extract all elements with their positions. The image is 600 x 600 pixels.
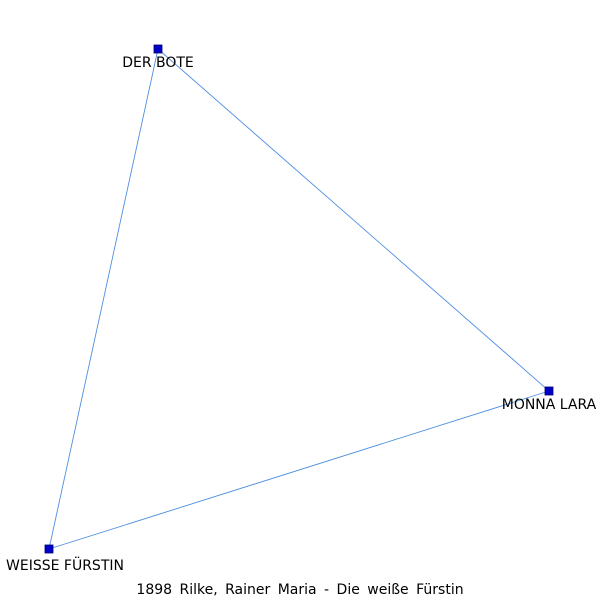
edge-monna-lara-weisse-fuerstin <box>48 390 550 550</box>
edge-der-bote-monna-lara <box>157 48 550 392</box>
node-label-weisse-fuerstin: WEISSE FÜRSTIN <box>6 556 124 574</box>
nodes-layer <box>44 44 554 554</box>
node-der-bote[interactable] <box>153 44 163 54</box>
node-monna-lara[interactable] <box>544 386 554 396</box>
node-label-der-bote: DER BOTE <box>122 55 194 71</box>
node-weisse-fuerstin[interactable] <box>44 544 54 554</box>
labels-layer: DER BOTE MONNA LARA WEISSE FÜRSTIN <box>6 55 597 574</box>
edge-der-bote-weisse-fuerstin <box>48 48 159 550</box>
edges-layer <box>48 48 550 550</box>
diagram-caption: 1898 Rilke, Rainer Maria - Die weiße Für… <box>136 582 464 598</box>
node-label-monna-lara: MONNA LARA <box>502 397 597 413</box>
